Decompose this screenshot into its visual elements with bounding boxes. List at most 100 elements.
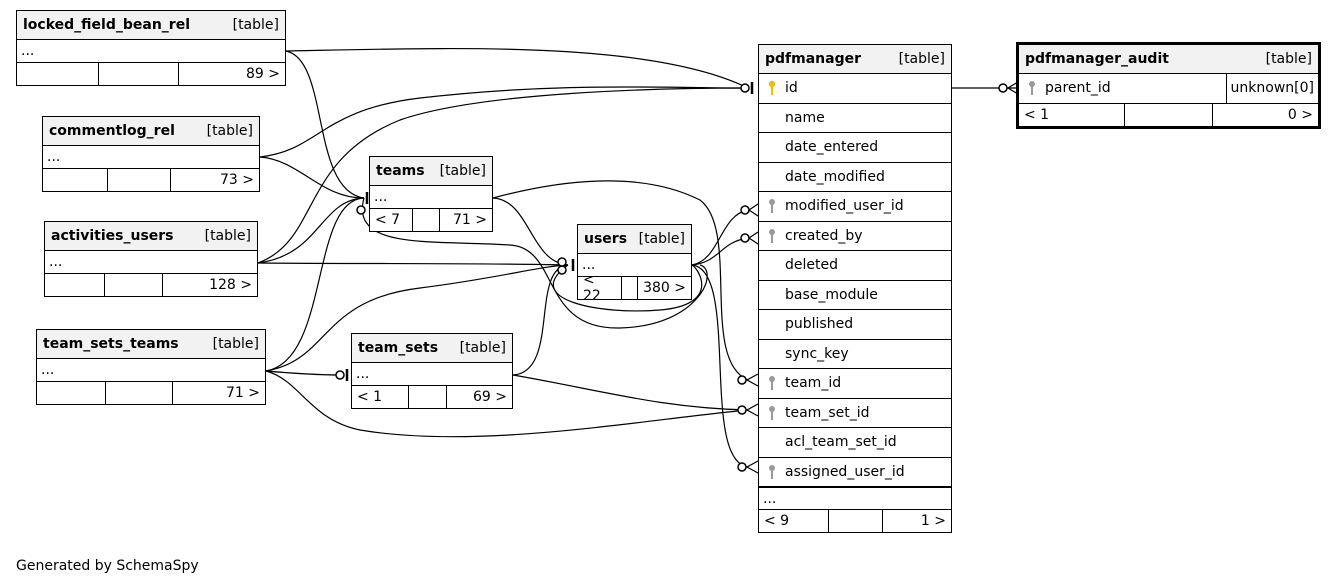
footer-parents: < 22: [578, 272, 622, 304]
foreign-key-icon: [759, 405, 785, 421]
more-columns: ...: [37, 359, 265, 382]
table-users[interactable]: users [table] ... < 22 380 >: [577, 224, 692, 304]
table-header: team_sets_teams [table]: [37, 330, 265, 359]
edge-team-sets-users: [512, 264, 569, 376]
column-row-id[interactable]: id: [759, 74, 951, 104]
table-name: pdfmanager_audit: [1025, 51, 1169, 67]
column-type: unknown[0]: [1225, 74, 1318, 103]
column-row-published[interactable]: published: [759, 310, 951, 340]
column-row-team-id[interactable]: team_id: [759, 369, 951, 399]
foreign-key-icon: [759, 228, 785, 244]
more-columns: ...: [352, 363, 512, 386]
table-team-sets-teams[interactable]: team_sets_teams [table] ... 71 >: [36, 329, 266, 405]
end-optional-marker: [740, 83, 750, 93]
footer-parents: [17, 63, 99, 85]
end-optional-marker: [998, 83, 1008, 93]
table-header: commentlog_rel [table]: [43, 117, 259, 146]
table-kind: [table]: [898, 51, 945, 67]
foreign-key-icon: [1019, 80, 1045, 96]
table-pdfmanager-audit[interactable]: pdfmanager_audit [table] parent_id unkno…: [1016, 42, 1321, 129]
table-header: users [table]: [578, 225, 691, 254]
table-footer: < 1 69 >: [352, 386, 512, 408]
table-kind: [table]: [206, 123, 253, 139]
edge-teams-users: [492, 197, 569, 266]
edge-tst-teams: [265, 197, 365, 372]
end-optional-marker: [557, 265, 567, 275]
footer-parents: < 7: [370, 209, 413, 231]
edge-commentlog-pdfmanager: [259, 86, 749, 158]
column-row-team-set-id[interactable]: team_set_id: [759, 399, 951, 428]
edge-activities-teams: [257, 197, 365, 264]
column-row-acl-team-set-id[interactable]: acl_team_set_id: [759, 428, 951, 458]
table-footer: < 1 0 >: [1019, 103, 1318, 126]
crowfoot-marker: [745, 403, 759, 417]
edge-team-sets-pdfmanager: [512, 374, 749, 411]
primary-key-icon: [759, 80, 785, 96]
column-name: team_id: [785, 375, 842, 392]
column-name: published: [785, 316, 854, 333]
more-columns: ...: [759, 487, 951, 510]
edge-users-modified: [691, 209, 749, 266]
table-footer: 71 >: [37, 382, 265, 404]
column-row-created-by[interactable]: created_by: [759, 222, 951, 251]
end-optional-marker: [740, 233, 750, 243]
table-kind: [table]: [439, 163, 486, 179]
column-name: created_by: [785, 227, 863, 244]
footer-cols: [108, 169, 171, 191]
column-name: date_entered: [785, 139, 879, 156]
column-row-assigned-user-id[interactable]: assigned_user_id: [759, 458, 951, 487]
table-footer: 128 >: [45, 274, 257, 296]
table-kind: [table]: [459, 340, 506, 356]
table-kind: [table]: [638, 231, 685, 247]
footer-cols: [829, 510, 883, 532]
column-row-deleted[interactable]: deleted: [759, 251, 951, 281]
column-row-modified-user-id[interactable]: modified_user_id: [759, 192, 951, 222]
table-kind: [table]: [204, 228, 251, 244]
table-teams[interactable]: teams [table] ... < 7 71 >: [369, 156, 493, 232]
column-row-date-entered[interactable]: date_entered: [759, 133, 951, 163]
table-name: team_sets: [358, 340, 439, 356]
edge-activities-users: [257, 262, 569, 266]
column-name: deleted: [785, 257, 838, 274]
column-row-name[interactable]: name: [759, 104, 951, 133]
footer-parents: < 1: [352, 386, 409, 408]
column-name: team_set_id: [785, 404, 870, 421]
column-name: assigned_user_id: [785, 463, 905, 480]
crowfoot-marker: [745, 373, 759, 387]
column-row[interactable]: parent_id unknown[0]: [1019, 74, 1318, 104]
table-commentlog-rel[interactable]: commentlog_rel [table] ... 73 >: [42, 116, 260, 192]
table-kind: [table]: [1265, 51, 1312, 67]
column-name: name: [785, 109, 825, 126]
column-row-sync-key[interactable]: sync_key: [759, 340, 951, 369]
column-row-base-module[interactable]: base_module: [759, 281, 951, 310]
table-kind: [table]: [232, 17, 279, 33]
column-row-date-modified[interactable]: date_modified: [759, 163, 951, 192]
table-footer: < 22 380 >: [578, 272, 691, 304]
footer-parents: [37, 382, 106, 404]
table-activities-users[interactable]: activities_users [table] ... 128 >: [44, 221, 258, 297]
foreign-key-icon: [759, 198, 785, 214]
table-footer: < 9 1 >: [759, 510, 951, 532]
table-header: activities_users [table]: [45, 222, 257, 251]
crowfoot-marker: [745, 460, 759, 474]
more-columns: ...: [45, 251, 257, 274]
table-header: pdfmanager_audit [table]: [1019, 45, 1318, 74]
table-name: users: [584, 231, 628, 247]
footer-parents: [43, 169, 108, 191]
column-name: acl_team_set_id: [785, 434, 897, 451]
table-footer: 73 >: [43, 169, 259, 191]
column-name: date_modified: [785, 168, 885, 185]
column-name: modified_user_id: [785, 198, 904, 215]
table-team-sets[interactable]: team_sets [table] ... < 1 69 >: [351, 333, 513, 409]
table-name: commentlog_rel: [49, 123, 175, 139]
table-locked-field-bean-rel[interactable]: locked_field_bean_rel [table] ... 89 >: [16, 10, 286, 86]
end-optional-marker: [737, 462, 747, 472]
end-optional-marker: [335, 370, 345, 380]
footer-cols: [413, 209, 440, 231]
more-columns: ...: [17, 40, 285, 63]
edge-commentlog-teams: [259, 156, 365, 199]
table-footer: < 7 71 >: [370, 209, 492, 231]
footer-cols: [99, 63, 179, 85]
edge-tst-team-sets: [265, 370, 343, 376]
